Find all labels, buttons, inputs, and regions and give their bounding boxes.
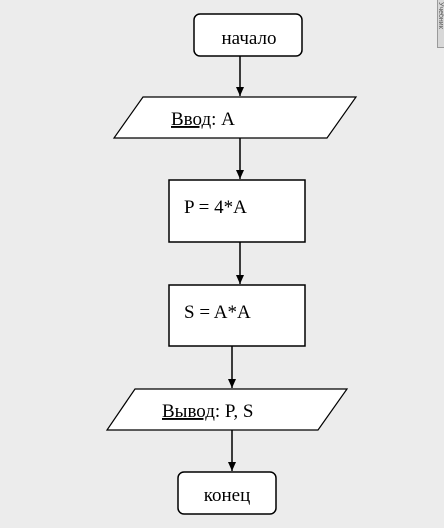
output-label: Вывод: P, S [162, 401, 253, 422]
input-keyword: Ввод [171, 109, 211, 130]
input-label: Ввод: A [171, 109, 235, 130]
start-node: начало [193, 13, 303, 57]
start-label: начало [222, 28, 277, 49]
process-p-node: P = 4*A [168, 179, 306, 243]
output-rest: : P, S [215, 401, 254, 422]
output-node: Вывод: P, S [105, 388, 349, 431]
edge-tab[interactable]: Учебник [437, 0, 444, 48]
end-label: конец [204, 485, 251, 506]
end-node: конец [177, 471, 277, 515]
edge-tab-label: Учебник [437, 2, 444, 29]
input-node: Ввод: A [112, 96, 358, 139]
process-p-label: P = 4*A [184, 197, 247, 218]
process-s-label: S = A*A [184, 302, 251, 323]
input-rest: : A [211, 109, 235, 130]
output-keyword: Вывод [162, 401, 215, 422]
process-s-node: S = A*A [168, 284, 306, 347]
